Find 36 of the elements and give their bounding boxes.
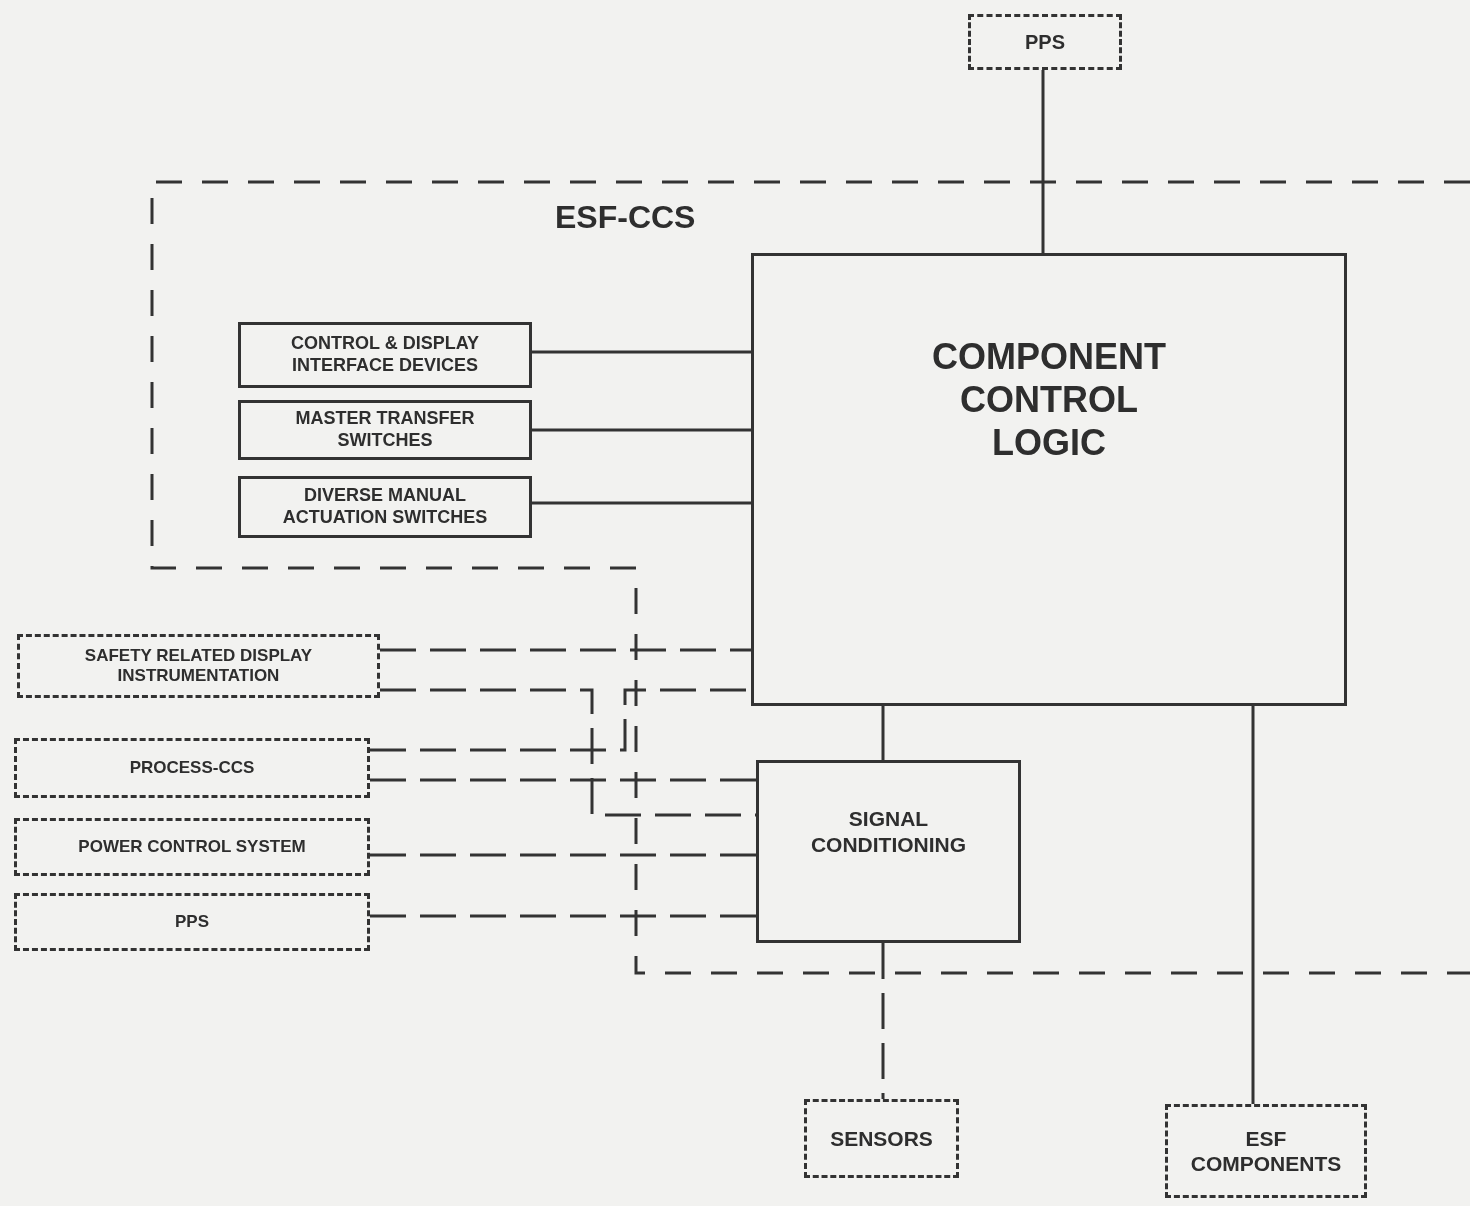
connector-line <box>370 853 756 857</box>
external-block <box>14 893 370 951</box>
box-label: PROCESS-CCS <box>129 757 255 779</box>
external-block <box>1165 1104 1367 1198</box>
box-label: PPS <box>175 911 209 933</box>
box-label: PPS <box>1025 30 1065 54</box>
box-label: ESF COMPONENTS <box>1189 1125 1343 1177</box>
connector-line <box>1251 706 1255 1104</box>
connector-line <box>881 706 885 760</box>
box-label: CONTROL & DISPLAY INTERFACE DEVICES <box>290 333 480 377</box>
box-label: POWER CONTROL SYSTEM <box>78 836 306 858</box>
process-box <box>238 400 532 460</box>
box-label: DIVERSE MANUAL ACTUATION SWITCHES <box>281 485 489 529</box>
external-block <box>14 738 370 798</box>
connector-line <box>370 914 756 918</box>
process-box <box>238 322 532 388</box>
connector-line <box>532 428 751 432</box>
group-heading: ESF-CCS <box>555 198 696 237</box>
box-label: COMPONENT CONTROL LOGIC <box>931 334 1167 465</box>
external-block <box>968 14 1122 70</box>
box-label: SIGNAL CONDITIONING <box>809 806 968 857</box>
connector-line <box>370 778 756 782</box>
connector-line <box>881 943 885 1099</box>
external-block <box>804 1099 959 1178</box>
box-label: SENSORS <box>830 1125 933 1152</box>
connector-line <box>532 350 751 354</box>
external-block <box>14 818 370 876</box>
external-block <box>17 634 380 698</box>
process-box <box>238 476 532 538</box>
process-box <box>756 760 1021 943</box>
box-label: SAFETY RELATED DISPLAY INSTRUMENTATION <box>83 645 314 687</box>
connector-line <box>532 501 751 505</box>
connector-line <box>1041 70 1045 253</box>
box-label: MASTER TRANSFER SWITCHES <box>294 408 476 452</box>
connector-line <box>380 648 751 652</box>
process-box <box>751 253 1347 706</box>
